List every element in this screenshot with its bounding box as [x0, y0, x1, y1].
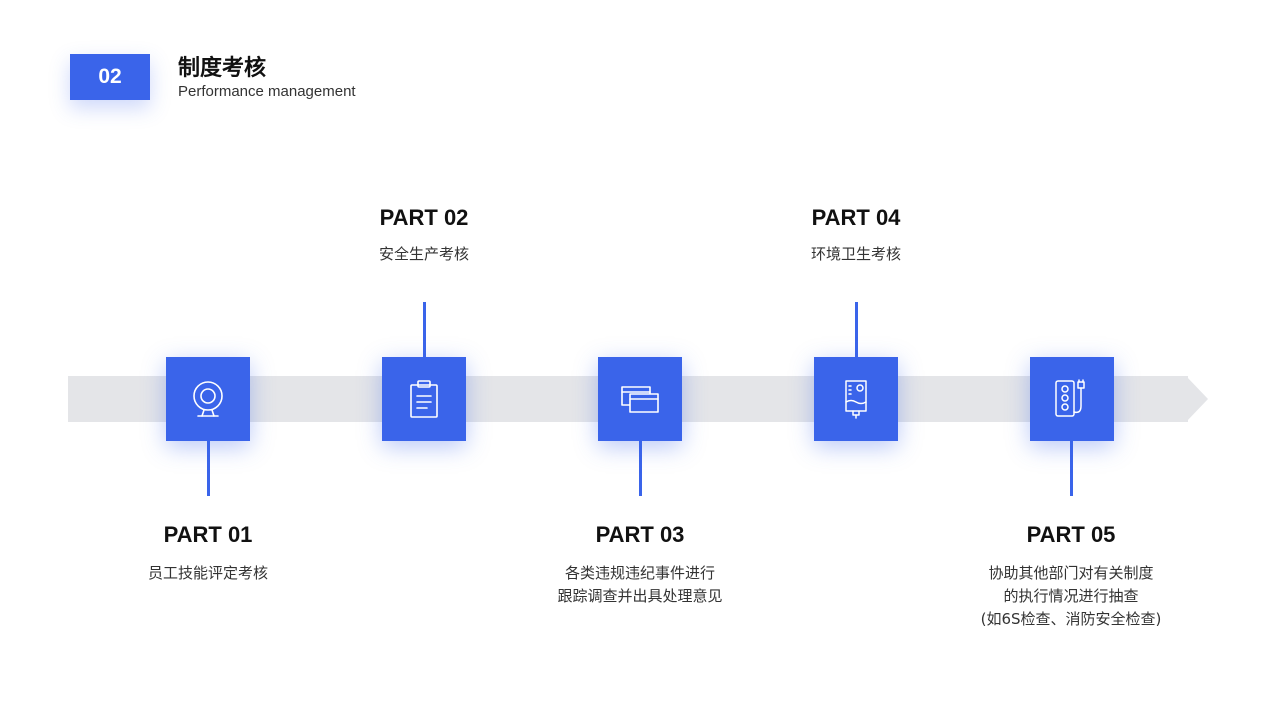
- part-02-title: PART 02: [379, 205, 469, 230]
- page-subtitle: Performance management: [178, 83, 356, 100]
- part-03-node: [598, 357, 682, 441]
- part-02-node: [382, 357, 466, 441]
- part-05-description: 协助其他部门对有关制度 的执行情况进行抽查 (如6S检查、消防安全检查): [980, 564, 1162, 628]
- part-01-node: [166, 357, 250, 441]
- part-03-title: PART 03: [595, 522, 685, 547]
- connector-part-02: [423, 302, 426, 357]
- part-01-title: PART 01: [163, 522, 253, 547]
- part-04-description: 环境卫生考核: [810, 245, 901, 263]
- clipboard-icon: [410, 380, 438, 418]
- part-05-node: [1030, 357, 1114, 441]
- timeline-arrow-head: [1186, 376, 1208, 422]
- connector-part-01: [207, 441, 210, 496]
- part-02-description: 安全生产考核: [378, 245, 469, 263]
- section-number-badge: 02: [70, 54, 150, 100]
- part-04-title: PART 04: [811, 205, 901, 230]
- windows-icon: [621, 386, 659, 413]
- connector-part-05: [1070, 441, 1073, 496]
- part-05-title: PART 05: [1026, 522, 1116, 547]
- part-03-description: 各类违规违纪事件进行 跟踪调查并出具处理意见: [557, 564, 723, 605]
- part-04-node: [814, 357, 898, 441]
- connector-part-03: [639, 441, 642, 496]
- part-01-description: 员工技能评定考核: [147, 564, 268, 582]
- power-strip-icon: [1055, 379, 1085, 417]
- dispenser-icon: [845, 380, 867, 419]
- page-title: 制度考核: [178, 56, 267, 81]
- connector-part-04: [855, 302, 858, 357]
- webcam-icon: [193, 381, 223, 417]
